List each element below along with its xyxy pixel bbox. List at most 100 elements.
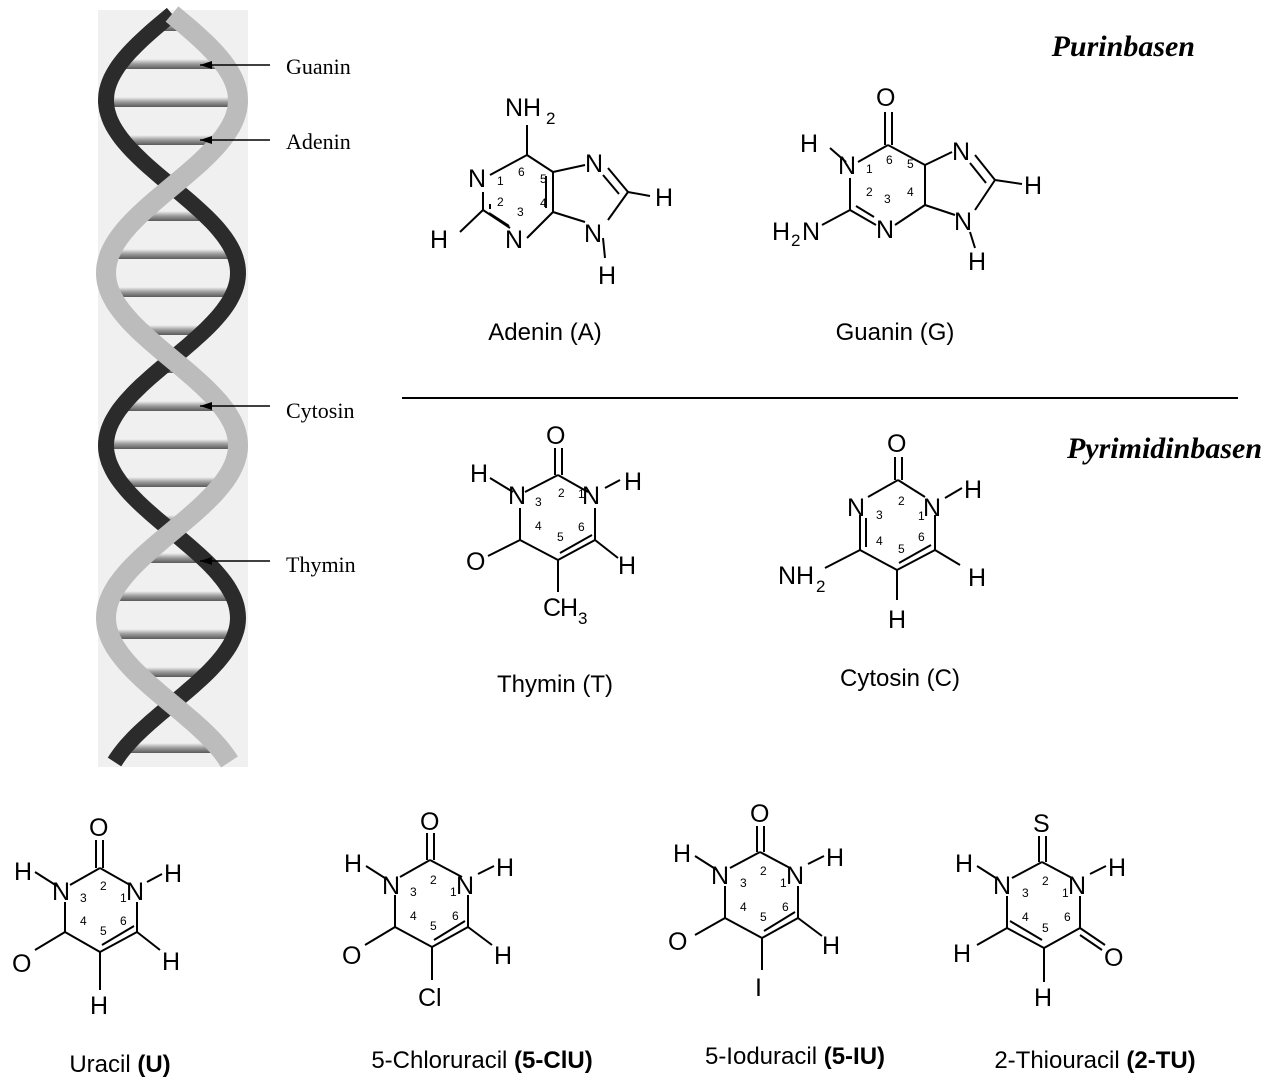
svg-text:2: 2 [760, 864, 767, 878]
svg-text:N: N [584, 220, 602, 248]
svg-text:3: 3 [535, 495, 542, 509]
molecule-thiouracil: S H N N H H O H 1 2 3 4 5 6 2-Thiouracil… [953, 810, 1196, 1074]
svg-text:O: O [750, 800, 769, 828]
svg-text:4: 4 [907, 185, 914, 199]
molecule-thymine: O H N N H O H C H 3 1 2 3 4 5 6 Thymin (… [466, 422, 642, 698]
svg-text:N: N [838, 152, 856, 180]
svg-text:H: H [494, 942, 512, 970]
label-thymin: Thymin [286, 552, 356, 577]
helix-rung [106, 97, 238, 107]
svg-text:3: 3 [80, 891, 87, 905]
svg-text:6: 6 [578, 520, 585, 534]
label-cytosin: Cytosin [286, 398, 354, 423]
svg-text:4: 4 [1022, 910, 1029, 924]
svg-text:1: 1 [497, 174, 504, 188]
svg-text:6: 6 [918, 530, 925, 544]
name-guanin: Guanin (G) [836, 319, 955, 346]
svg-text:I: I [755, 974, 762, 1002]
svg-text:H: H [470, 460, 488, 488]
molecule-cytosine: O N N H NH 2 H H 1 2 3 4 5 6 Cytosin (C) [778, 430, 986, 692]
svg-text:6: 6 [518, 165, 525, 179]
svg-text:N: N [954, 208, 972, 236]
svg-text:4: 4 [740, 900, 747, 914]
svg-text:4: 4 [540, 196, 547, 210]
svg-text:NH: NH [778, 562, 814, 590]
molecule-adenine: NH 2 N N H N H N H 1 2 3 4 5 6 Adenin (A… [430, 94, 673, 346]
svg-text:O: O [546, 422, 565, 450]
svg-text:H: H [888, 606, 906, 634]
svg-text:3: 3 [410, 885, 417, 899]
svg-text:6: 6 [452, 909, 459, 923]
svg-text:C: C [543, 594, 561, 622]
svg-text:1: 1 [918, 509, 925, 523]
svg-text:N: N [1068, 872, 1086, 900]
svg-text:H: H [953, 940, 971, 968]
svg-text:6: 6 [886, 153, 893, 167]
helix-rung [111, 591, 233, 601]
helix-rung [109, 249, 235, 259]
helix-rung [108, 629, 236, 639]
svg-text:H: H [800, 130, 818, 158]
svg-text:N: N [508, 482, 526, 510]
svg-text:H: H [164, 860, 182, 888]
svg-text:1: 1 [120, 891, 127, 905]
svg-text:2: 2 [816, 577, 825, 596]
svg-text:N: N [52, 878, 70, 906]
atom-nh2-n: NH [505, 94, 541, 122]
svg-text:H: H [430, 226, 448, 254]
helix-rung [120, 477, 224, 487]
svg-text:3: 3 [578, 609, 587, 628]
svg-text:H: H [964, 476, 982, 504]
helix-rung [119, 59, 225, 69]
svg-text:N: N [711, 862, 729, 890]
svg-text:H: H [968, 564, 986, 592]
svg-text:N: N [847, 494, 865, 522]
label-guanin: Guanin [286, 54, 351, 79]
svg-text:H: H [1024, 172, 1042, 200]
svg-text:H: H [826, 844, 844, 872]
svg-text:N: N [456, 872, 474, 900]
heading-purinbasen: Purinbasen [1051, 30, 1195, 63]
svg-text:2: 2 [497, 195, 504, 209]
svg-text:2: 2 [546, 109, 555, 128]
svg-text:N: N [585, 150, 603, 178]
svg-text:O: O [876, 84, 895, 112]
svg-text:4: 4 [535, 519, 542, 533]
helix-rung [135, 667, 209, 677]
svg-text:1: 1 [450, 885, 457, 899]
svg-text:3: 3 [740, 876, 747, 890]
svg-text:2: 2 [791, 231, 800, 250]
svg-text:3: 3 [1022, 886, 1029, 900]
svg-text:H: H [496, 854, 514, 882]
svg-text:H: H [162, 948, 180, 976]
svg-text:1: 1 [1062, 886, 1069, 900]
molecule-uracil: O H N N H O H H 1 2 3 4 5 6 Uracil (U) [12, 814, 182, 1078]
molecule-chlorouracil: O H N N H O H Cl 1 2 3 4 5 6 5-Chlorurac… [342, 808, 593, 1074]
label-adenin: Adenin [286, 129, 351, 154]
svg-text:6: 6 [1064, 910, 1071, 924]
svg-text:O: O [466, 548, 485, 576]
svg-text:O: O [668, 928, 687, 956]
svg-text:H: H [968, 248, 986, 276]
svg-text:H: H [1108, 854, 1126, 882]
svg-text:H: H [655, 184, 673, 212]
name-adenin: Adenin (A) [488, 319, 601, 346]
svg-text:1: 1 [866, 162, 873, 176]
name-uracil: Uracil (U) [69, 1051, 170, 1078]
svg-text:3: 3 [517, 205, 524, 219]
helix-rung [122, 135, 222, 145]
svg-text:S: S [1033, 810, 1050, 838]
svg-text:2: 2 [558, 486, 565, 500]
svg-text:5: 5 [898, 542, 905, 556]
svg-text:N: N [993, 872, 1011, 900]
svg-text:2: 2 [430, 873, 437, 887]
svg-text:5: 5 [100, 924, 107, 938]
svg-text:6: 6 [120, 914, 127, 928]
svg-text:N: N [786, 862, 804, 890]
svg-text:4: 4 [410, 909, 417, 923]
svg-text:H: H [673, 840, 691, 868]
helix-rung [106, 439, 238, 449]
svg-text:5: 5 [557, 530, 564, 544]
svg-text:H: H [560, 594, 578, 622]
helix-rung [110, 287, 234, 297]
